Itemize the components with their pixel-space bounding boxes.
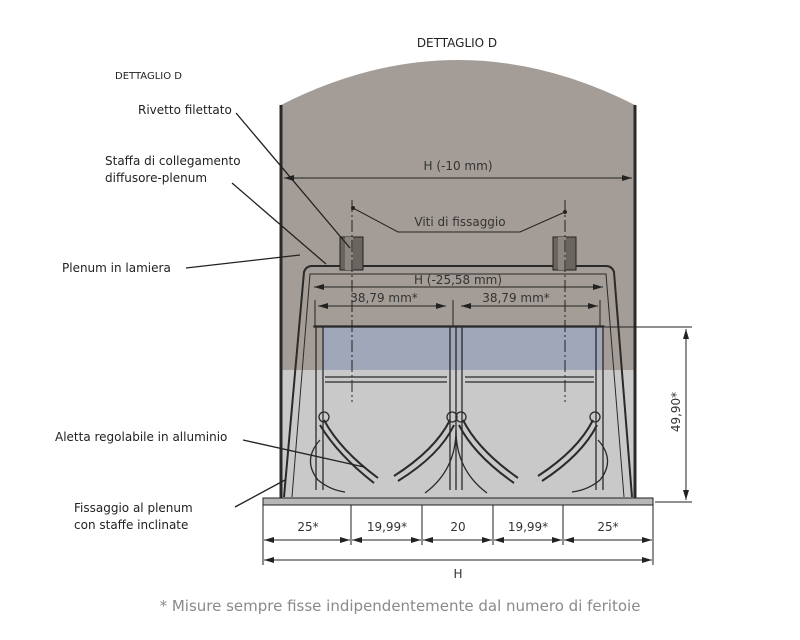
dim-total: H [453,567,462,581]
dim-h-minus-10: H (-10 mm) [424,159,493,173]
dim-bottom-2: 19,99* [367,520,407,534]
bottom-dim-lines [264,537,652,563]
dim-bottom-1: 25* [297,520,318,534]
callout-leaders [185,112,365,508]
base-plate [262,497,654,506]
viti-leader [352,207,566,233]
label-plenum: Plenum in lamiera [62,261,171,275]
label-staffa-2: diffusore-plenum [105,171,207,185]
dim-pitch-right: 38,79 mm* [482,291,550,305]
label-fissaggio-1: Fissaggio al plenum [74,501,193,515]
dim-height: 49,90* [669,392,683,432]
label-viti: Viti di fissaggio [414,215,505,229]
label-fissaggio-2: con staffe inclinate [74,518,188,532]
label-aletta: Aletta regolabile in alluminio [55,430,227,444]
drawing-title: DETTAGLIO D [417,36,497,50]
diffuser-profiles [309,325,609,494]
dim-h-minus-25: H (-25,58 mm) [414,273,502,287]
diffuser-area [281,370,635,500]
bracket-inner [291,273,625,498]
dim-pitch-left: 38,79 mm* [350,291,418,305]
dim-bottom-4: 19,99* [508,520,548,534]
drawing-subtitle: DETTAGLIO D [115,71,182,82]
dim-bottom-5: 25* [597,520,618,534]
bottom-extension-lines [262,505,654,565]
label-staffa-1: Staffa di collegamento [105,154,241,168]
footnote: * Misure sempre fisse indipendentemente … [160,597,641,615]
dim-bottom-3: 20 [450,520,465,534]
label-rivetto: Rivetto filettato [138,103,232,117]
bracket-outer [283,265,633,498]
